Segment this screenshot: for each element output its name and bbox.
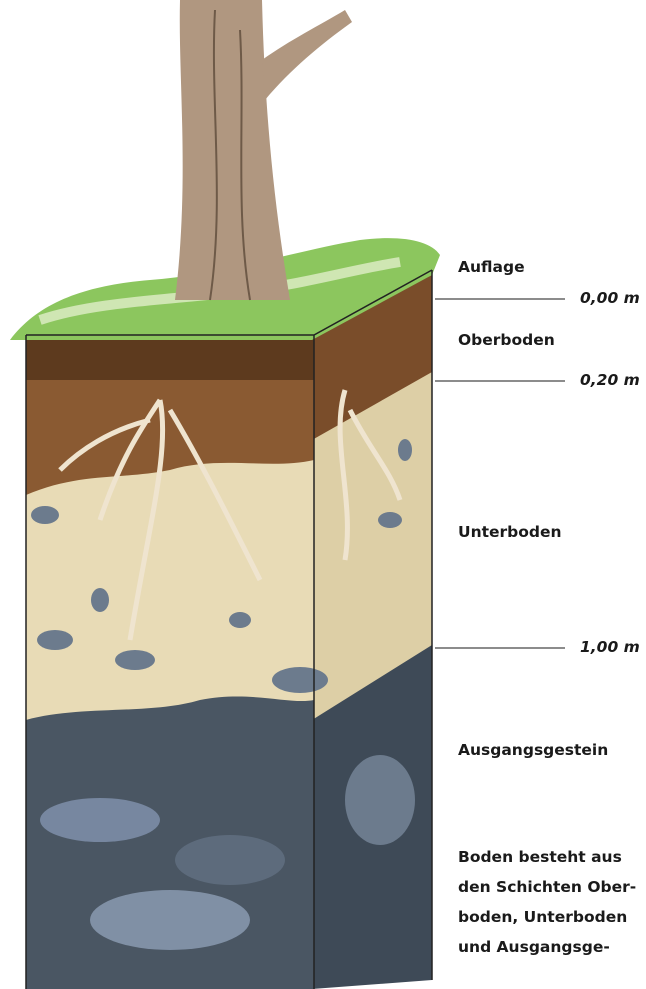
stone	[37, 630, 73, 650]
stone	[378, 512, 402, 528]
stone	[40, 798, 160, 842]
depth-label-0: 0,00 m	[580, 289, 640, 307]
stone	[175, 835, 285, 885]
stone	[115, 650, 155, 670]
tree-branch	[262, 10, 352, 100]
topsoil-dark-band	[26, 335, 314, 380]
caption-line: und Ausgangsge-	[458, 932, 643, 962]
label-auflage: Auflage	[458, 258, 525, 276]
label-ausgangsgestein: Ausgangsgestein	[458, 741, 608, 759]
label-unterboden: Unterboden	[458, 523, 562, 541]
caption-line: Boden besteht aus	[458, 842, 643, 872]
depth-label-20: 0,20 m	[580, 371, 640, 389]
caption-text: Boden besteht aus den Schichten Ober- bo…	[458, 842, 643, 962]
stone	[272, 667, 328, 693]
caption-line: boden, Unterboden	[458, 902, 643, 932]
stone	[91, 588, 109, 612]
label-oberboden: Oberboden	[458, 331, 555, 349]
depth-label-100: 1,00 m	[580, 638, 640, 656]
stone	[229, 612, 251, 628]
stone	[31, 506, 59, 524]
stone	[345, 755, 415, 845]
tree-trunk	[175, 0, 290, 300]
stone	[90, 890, 250, 950]
caption-line: den Schichten Ober-	[458, 872, 643, 902]
stone	[398, 439, 412, 461]
